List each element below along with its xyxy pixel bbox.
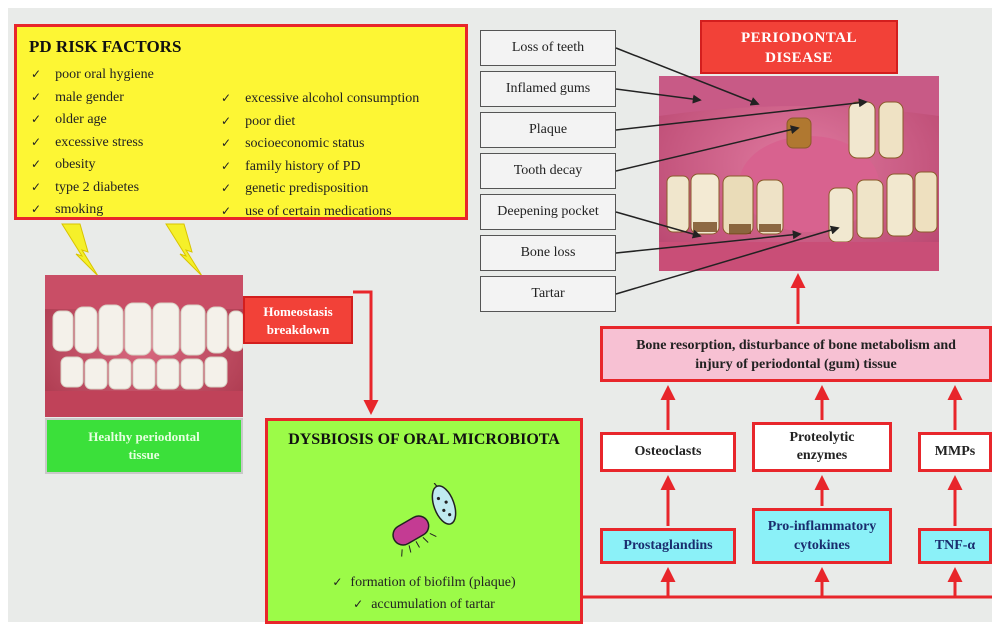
risk-factor: male gender bbox=[31, 86, 154, 109]
cytokines-line: Pro-inflammatory bbox=[755, 517, 889, 536]
symptom-deepening-pocket: Deepening pocket bbox=[480, 194, 616, 230]
risk-factors-box: PD RISK FACTORS poor oral hygiene male g… bbox=[14, 24, 468, 220]
risk-factor: genetic predisposition bbox=[221, 177, 419, 200]
prostaglandins-box: Prostaglandins bbox=[600, 528, 736, 564]
cytokines-line: cytokines bbox=[755, 536, 889, 555]
outcome-line: Bone resorption, disturbance of bone met… bbox=[603, 336, 989, 355]
risk-factor: family history of PD bbox=[221, 155, 419, 178]
risk-factors-title: PD RISK FACTORS bbox=[29, 37, 181, 57]
bone-resorption-box: Bone resorption, disturbance of bone met… bbox=[600, 326, 992, 382]
dysbiosis-list: formation of biofilm (plaque) accumulati… bbox=[268, 571, 580, 615]
pro-inflammatory-cytokines-box: Pro-inflammatory cytokines bbox=[752, 508, 892, 564]
risk-factor: poor diet bbox=[221, 110, 419, 133]
risk-factors-list-2: excessive alcohol consumption poor diet … bbox=[221, 87, 419, 222]
risk-factor: type 2 diabetes bbox=[31, 176, 154, 199]
symptom-loss-of-teeth: Loss of teeth bbox=[480, 30, 616, 66]
bacteria-icon bbox=[386, 483, 466, 563]
risk-factor: older age bbox=[31, 108, 154, 131]
dysbiosis-box: DYSBIOSIS OF ORAL MICROBIOTA formation o… bbox=[265, 418, 583, 624]
risk-factor: poor oral hygiene bbox=[31, 63, 154, 86]
proteolytic-line: enzymes bbox=[755, 447, 889, 465]
symptom-plaque: Plaque bbox=[480, 112, 616, 148]
outcome-line: injury of periodontal (gum) tissue bbox=[603, 355, 989, 374]
healthy-label-line: tissue bbox=[47, 446, 241, 464]
symptom-tooth-decay: Tooth decay bbox=[480, 153, 616, 189]
periodontal-disease-title: PERIODONTAL DISEASE bbox=[700, 20, 898, 74]
risk-factors-list-1: poor oral hygiene male gender older age … bbox=[31, 63, 154, 221]
homeostasis-breakdown-box: Homeostasis breakdown bbox=[243, 296, 353, 344]
risk-factor: use of certain medications bbox=[221, 200, 419, 223]
risk-factor: excessive alcohol consumption bbox=[221, 87, 419, 110]
symptom-inflamed-gums: Inflamed gums bbox=[480, 71, 616, 107]
risk-factor: socioeconomic status bbox=[221, 132, 419, 155]
lightning-bolt-icon bbox=[162, 222, 208, 278]
symptom-tartar: Tartar bbox=[480, 276, 616, 312]
lightning-bolt-icon bbox=[58, 222, 104, 278]
dysbiosis-item: accumulation of tartar bbox=[268, 593, 580, 615]
risk-factor: smoking bbox=[31, 198, 154, 221]
disease-title-line: DISEASE bbox=[702, 48, 896, 68]
dysbiosis-item: formation of biofilm (plaque) bbox=[268, 571, 580, 593]
dysbiosis-title: DYSBIOSIS OF ORAL MICROBIOTA bbox=[268, 431, 580, 449]
osteoclasts-box: Osteoclasts bbox=[600, 432, 736, 472]
healthy-tissue-label: Healthy periodontal tissue bbox=[45, 418, 243, 474]
healthy-teeth-photo bbox=[45, 275, 243, 417]
diseased-teeth-photo bbox=[659, 76, 939, 271]
disease-title-line: PERIODONTAL bbox=[702, 28, 896, 48]
tnf-alpha-box: TNF-α bbox=[918, 528, 992, 564]
risk-factor: excessive stress bbox=[31, 131, 154, 154]
symptom-bone-loss: Bone loss bbox=[480, 235, 616, 271]
risk-factor: obesity bbox=[31, 153, 154, 176]
healthy-label-line: Healthy periodontal bbox=[47, 428, 241, 446]
mmps-box: MMPs bbox=[918, 432, 992, 472]
proteolytic-enzymes-box: Proteolytic enzymes bbox=[752, 422, 892, 472]
proteolytic-line: Proteolytic bbox=[755, 429, 889, 447]
homeostasis-line: Homeostasis bbox=[245, 303, 351, 321]
homeostasis-line: breakdown bbox=[245, 321, 351, 339]
